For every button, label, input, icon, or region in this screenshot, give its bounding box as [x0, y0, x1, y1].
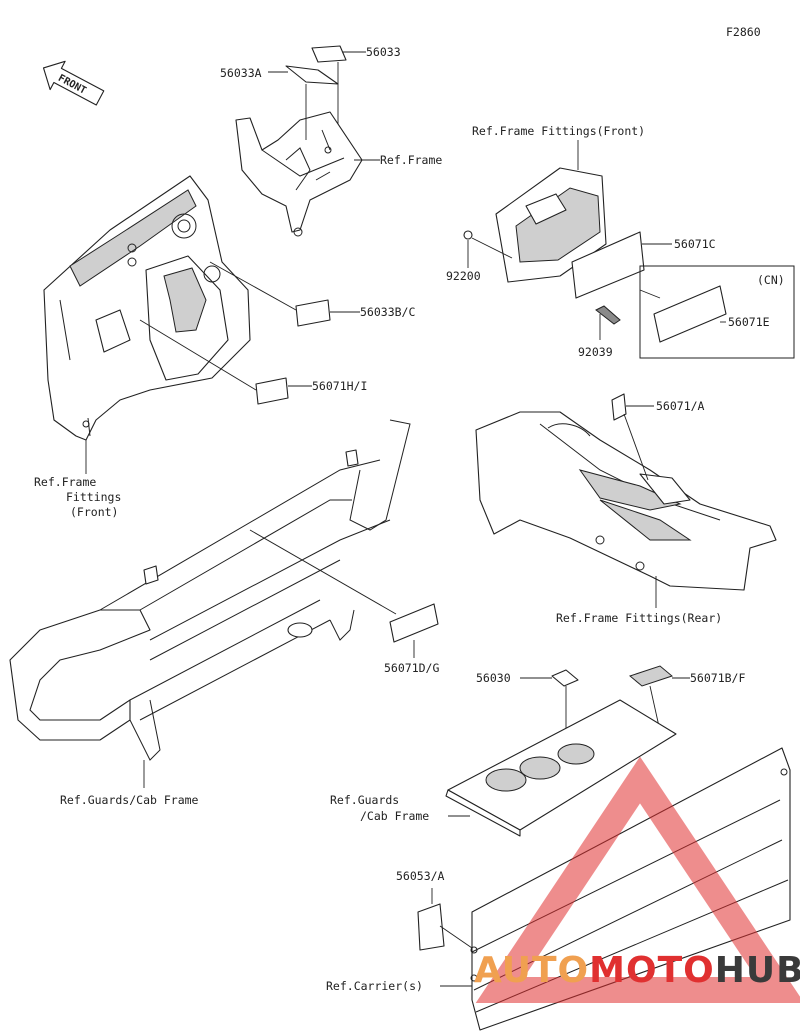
label-cn: (CN) — [757, 273, 785, 287]
label-ref-guards-cab-frame-left: Ref.Guards/Cab Frame — [60, 793, 199, 807]
label-ref-fittings-front-line3: (Front) — [70, 505, 118, 519]
label-56071e: 56071E — [728, 315, 770, 329]
label-ref-fittings-front-line1: Ref.Frame — [34, 475, 96, 489]
label-56053a: 56053/A — [396, 869, 445, 883]
watermark-part-auto: AUTO — [474, 950, 589, 991]
decal-56033bc — [295, 299, 331, 327]
watermark-text: AUTOMOTOHUB — [474, 950, 800, 991]
cargo-tray — [445, 699, 677, 837]
decal-56071a — [611, 393, 627, 421]
watermark-part-moto: MOTO — [589, 950, 715, 991]
dash-panel — [43, 175, 251, 441]
watermark-logo — [475, 756, 800, 1003]
figure-code: F2860 — [726, 25, 761, 39]
label-ref-frame: Ref.Frame — [380, 153, 442, 167]
label-56071hi: 56071H/I — [312, 379, 367, 393]
decal-56053a — [417, 903, 445, 951]
label-56071bf: 56071B/F — [690, 671, 745, 685]
label-ref-guards-cab-line1: Ref.Guards — [330, 793, 399, 807]
decal-56071e — [653, 285, 727, 343]
label-56071c: 56071C — [674, 237, 716, 251]
decal-56071dg — [389, 603, 439, 643]
cab-frame — [9, 419, 411, 761]
label-ref-carriers: Ref.Carrier(s) — [326, 979, 423, 993]
label-ref-fittings-front-line2: Fittings — [66, 490, 121, 504]
front-arrow-icon: FRONT — [42, 60, 105, 106]
label-ref-frame-fittings-rear: Ref.Frame Fittings(Rear) — [556, 611, 722, 625]
label-56071a: 56071/A — [656, 399, 705, 413]
decal-56071hi — [255, 377, 289, 405]
decal-56030 — [551, 669, 579, 687]
cn-variant-box — [639, 265, 795, 359]
rear-fitting-panel — [475, 411, 777, 591]
decal-56071c — [571, 231, 645, 299]
label-56030: 56030 — [476, 671, 511, 685]
label-ref-guards-cab-line2: /Cab Frame — [360, 809, 429, 823]
label-56033bc: 56033B/C — [360, 305, 415, 319]
label-56033: 56033 — [366, 45, 401, 59]
label-ref-frame-fittings-front-top: Ref.Frame Fittings(Front) — [472, 124, 645, 138]
label-92039: 92039 — [578, 345, 613, 359]
front-fitting-panel — [495, 167, 607, 283]
frame-bracket — [235, 45, 363, 237]
watermark-part-hub: HUB — [715, 950, 800, 991]
screw-92200 — [463, 230, 513, 259]
label-92200: 92200 — [446, 269, 481, 283]
label-56033a: 56033A — [220, 66, 262, 80]
decal-56071bf — [628, 665, 674, 687]
pin-92039 — [595, 305, 621, 325]
label-56071dg: 56071D/G — [384, 661, 439, 675]
